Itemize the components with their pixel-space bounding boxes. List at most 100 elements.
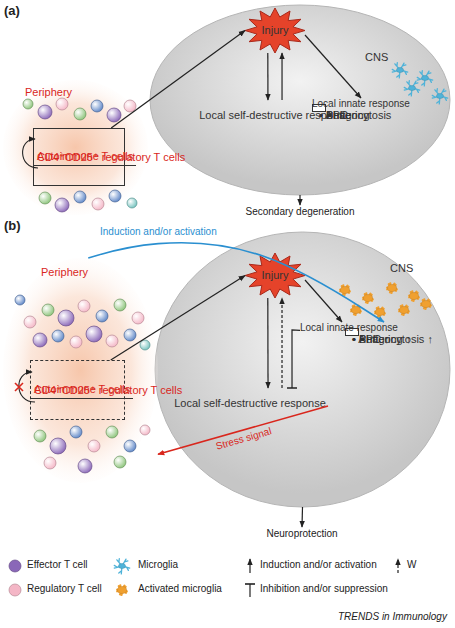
arrow-connector [158,406,328,454]
legend-text: Activated microglia [138,583,222,594]
periphery-region: PeripheryAutoimmune T cellsCD4⁺CD25⁺ reg… [3,258,158,483]
process [412,296,414,301]
t-cell [58,310,74,326]
t-cell [39,192,51,204]
process [387,288,392,290]
t-cell [127,198,137,208]
process [343,290,345,295]
process [421,304,426,306]
t-cell [124,100,136,112]
node-label: Secondary degeneration [246,206,355,218]
soma [341,287,350,294]
process [345,286,349,290]
process [122,559,128,566]
arrow-connector [267,298,268,388]
soma [437,94,444,99]
soma [422,301,431,308]
t-cell [56,98,68,110]
regulatory-population: CD4⁺CD25⁺ regulatory T cells [31,382,185,399]
t-cell [124,440,136,452]
t-cell [42,304,54,316]
process [440,89,446,96]
node-label: Neuroprotection [266,528,337,540]
inhibition-connector [292,330,300,388]
periphery-glow [3,258,158,483]
process [411,291,414,296]
arrow-connector [88,243,384,322]
legend-text: W [407,559,416,570]
process [404,87,412,90]
microglia [417,71,432,86]
t-cell [24,316,36,328]
process [423,299,426,304]
feedback-loop [23,139,38,168]
t-cell [15,295,25,305]
node-label: Injury [262,269,289,282]
outline [245,8,305,53]
activated-microglia [363,293,373,303]
t-cell [44,457,56,469]
process [392,288,397,291]
t-cell [78,300,90,312]
panel-label: (a) [4,3,20,18]
t-cell [78,459,92,473]
outcome-node: Secondary degeneration [235,205,365,219]
process [392,284,396,288]
feedback-loop [19,372,35,402]
soma [352,307,361,314]
box-heading: Local innate response [312,98,410,109]
blocked-cross [15,383,23,391]
activated-microglia [409,291,419,301]
activated-microglia [351,305,361,315]
process [389,283,392,288]
region-label: CNS [365,51,388,63]
activated-microglia [375,307,385,317]
process [114,565,122,568]
response-node: Local self-destructive response [195,388,305,418]
outline [150,5,450,195]
soma [119,564,126,569]
microglia [432,89,447,104]
microglia [404,81,419,96]
process [380,312,385,315]
outline [155,232,450,507]
t-cell-box: Autoimmune T cellsCD4⁺CD25⁺ regulatory T… [33,128,125,186]
process [397,70,400,78]
activated-microglia [421,299,431,309]
process [363,298,368,300]
process [354,310,356,315]
edge-label: Induction and/or activation [100,226,217,237]
legend-text: Regulatory T cell [27,583,102,594]
legend-swatch [9,584,21,596]
process [399,310,404,312]
soma [400,307,409,314]
arrow-connector [111,276,245,361]
region-label: CNS [390,262,413,274]
t-cell [88,440,100,452]
legend-text: Induction and/or activation [260,559,377,570]
soma [422,76,429,81]
process [117,559,122,566]
arrow-connector [281,53,282,100]
legend-samples [9,559,398,597]
process [420,71,425,78]
process [380,308,384,312]
arrow-connector [305,35,361,98]
process [426,300,430,304]
t-cell [96,310,108,322]
activated-microglia [117,585,127,595]
injury-star: Injury [245,8,305,53]
cns-region: CNSInjuryLocal self-destructive response… [150,5,450,195]
t-cell [106,426,118,438]
injury-star: Injury [245,253,305,298]
arrow-connector [281,298,282,388]
microglia [114,559,129,574]
t-cell [52,330,64,342]
weak-arrow-sample [397,559,398,573]
process [426,304,431,307]
soma [410,293,419,300]
regulatory-population: CD4⁺CD25⁺ regulatory T cells [34,149,188,166]
process [120,590,122,595]
t-cell [23,99,33,109]
